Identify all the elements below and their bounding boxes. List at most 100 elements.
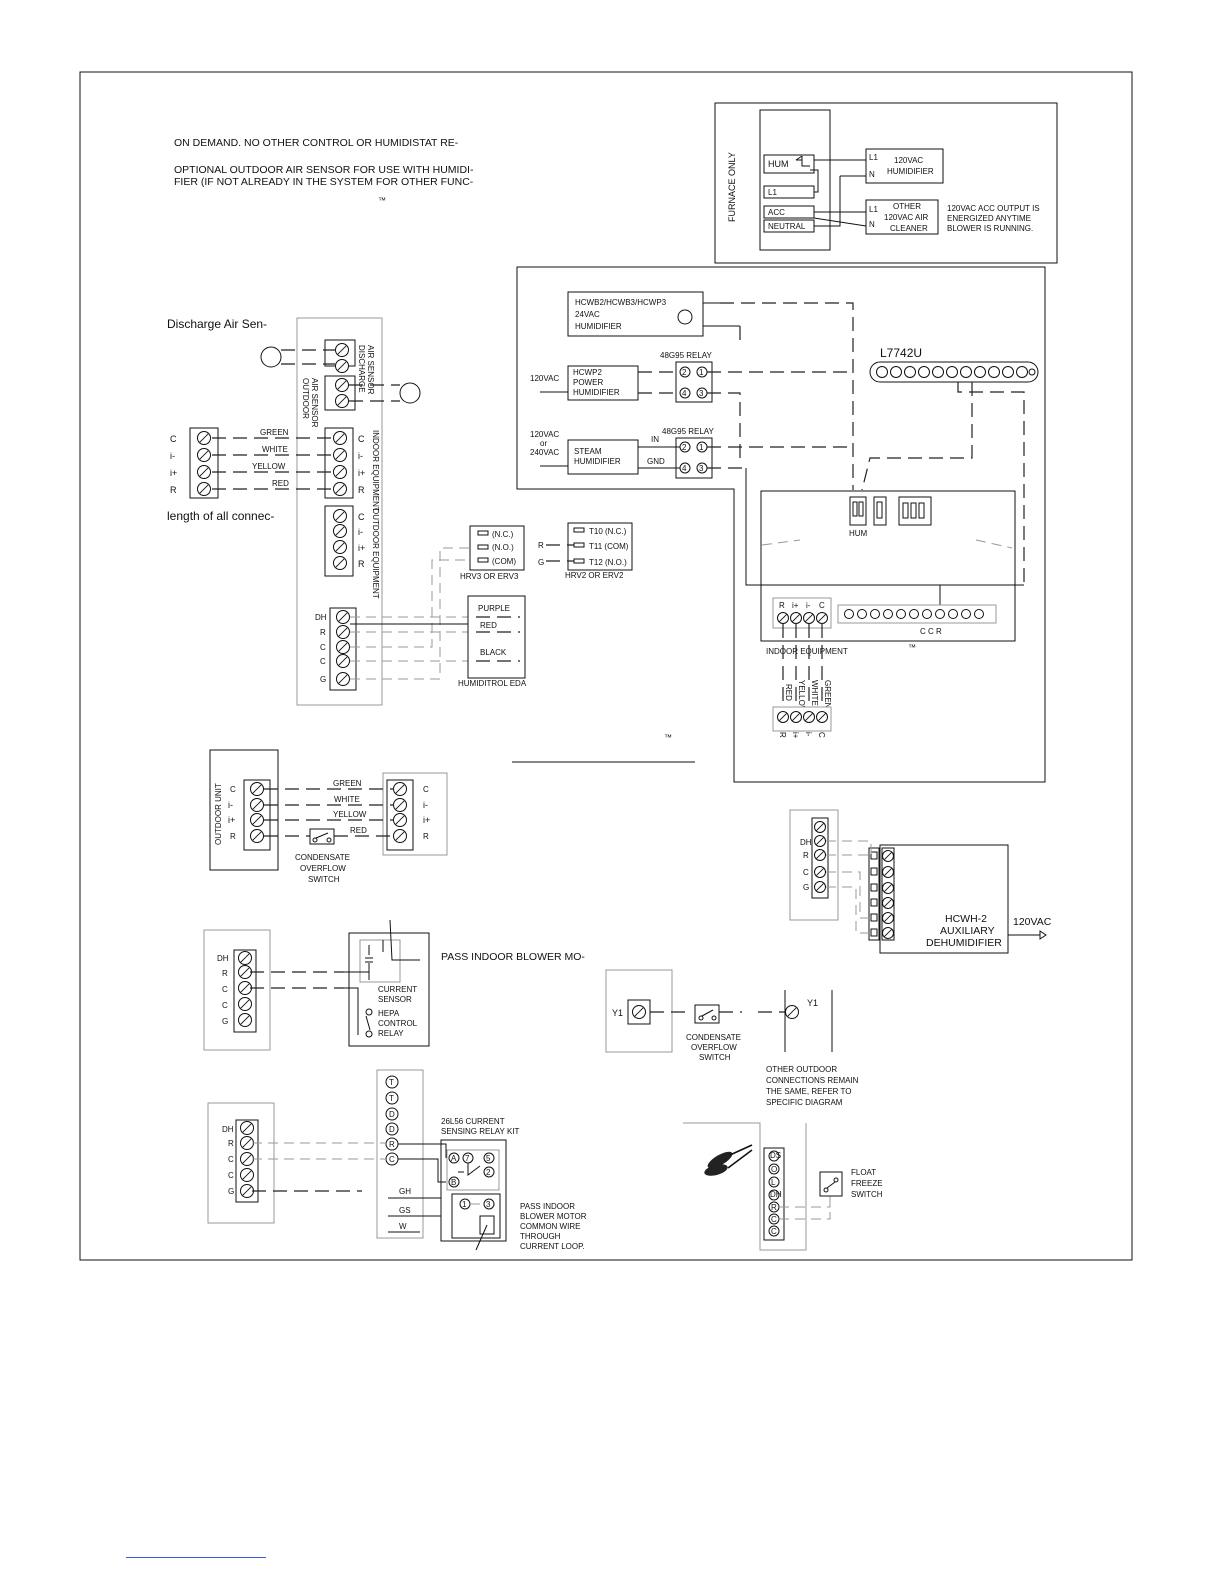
- hrv3-no: (N.O.): [492, 543, 514, 552]
- controller-board: [760, 490, 1016, 642]
- rk-kit-1: 26L56 CURRENT: [441, 1117, 505, 1126]
- hcwh-model: HCWH-2: [945, 913, 987, 925]
- hcwb-humidifier: HUMIDIFIER: [575, 322, 622, 331]
- note-length: length of all connec-: [167, 509, 274, 523]
- note-on-demand: ON DEMAND. NO OTHER CONTROL OR HUMIDISTA…: [174, 137, 459, 149]
- lt-c: C: [170, 434, 177, 444]
- footer-link-underline[interactable]: [126, 1557, 266, 1558]
- hum-120vac: 120VAC: [894, 156, 923, 165]
- rk-c-right: C: [389, 1155, 395, 1164]
- eda-black: BLACK: [480, 648, 507, 657]
- outdoor-unit-label: OUTDOOR UNIT: [214, 783, 223, 845]
- fz-l: L: [771, 1178, 776, 1187]
- ou-switch-2: OVERFLOW: [300, 864, 346, 873]
- wire-red: RED: [272, 479, 289, 488]
- note-discharge-air: Discharge Air Sen-: [167, 317, 267, 331]
- humidifier-diagram: HCWB2/HCWB3/HCWP3 24VAC HUMIDIFIER 48G95…: [516, 266, 1046, 783]
- outdoor-v-label: OUTDOOR: [301, 378, 310, 419]
- hepa-g: G: [222, 1017, 228, 1026]
- outdoor-sensor-icon: [399, 382, 421, 404]
- ou-im: i-: [228, 800, 233, 810]
- ou-wire-yellow: YELLOW: [333, 810, 367, 819]
- bottom-c: C: [817, 732, 826, 738]
- relay2-t2: 2: [682, 443, 687, 452]
- relay-kit-diagram: DH R C C G T T D D R C 26L56 CURRENT SEN…: [207, 1069, 587, 1251]
- hcwb-voltage: 24VAC: [575, 310, 600, 319]
- y1-note-2: CONNECTIONS REMAIN: [766, 1076, 859, 1085]
- main-tm: ™: [664, 733, 672, 742]
- ou-switch-1: CONDENSATE: [295, 853, 350, 862]
- wire-white-v: WHITE: [810, 680, 819, 706]
- board-c: C: [819, 601, 825, 610]
- l1-terminal: L1: [768, 188, 777, 197]
- hrv2-label: HRV2 OR ERV2: [565, 571, 624, 580]
- discharge-v-label: DISCHARGE: [357, 345, 366, 393]
- humidifier-symbol-icon: [677, 309, 693, 325]
- board-indoor-equipment: INDOOR EQUIPMENT: [766, 647, 848, 656]
- ctrl-c2: C: [320, 657, 326, 666]
- hum-n-label: N: [869, 170, 875, 179]
- hepa-relay-2: CONTROL: [378, 1019, 418, 1028]
- y1-switch-icon: [694, 1004, 720, 1024]
- ou-switch-3: SWITCH: [308, 875, 340, 884]
- hepa-sensor: SENSOR: [378, 995, 412, 1004]
- eda-purple: PURPLE: [478, 604, 510, 613]
- fz-ds: DS: [770, 1151, 781, 1160]
- ie-r: R: [358, 485, 365, 495]
- outdoor-equipment-v: OUTDOOR EQUIPMENT: [371, 508, 380, 599]
- outdoor-unit-diagram: OUTDOOR UNIT C i- i+ R C i- i+ R GREEN W…: [209, 749, 448, 884]
- freeze-terminals: DS O L DH R C C: [768, 1150, 782, 1237]
- board-ip: i+: [792, 601, 799, 610]
- hum-terminal: HUM: [768, 159, 789, 169]
- hcwh-aux: AUXILIARY: [940, 925, 995, 937]
- fz-o: O: [771, 1165, 777, 1174]
- ou-wire-red: RED: [350, 826, 367, 835]
- rk-3: 3: [486, 1200, 491, 1209]
- discharge-air-sensor-v: AIR SENSOR: [366, 345, 375, 395]
- oe-c: C: [358, 512, 365, 522]
- ie-c: C: [358, 434, 365, 444]
- y1-note-4: SPECIFIC DIAGRAM: [766, 1098, 843, 1107]
- steam-label: STEAM: [574, 447, 602, 456]
- note-outdoor-sensor-2: FIER (IF NOT ALREADY IN THE SYSTEM FOR O…: [174, 176, 474, 188]
- wire-cutter-icon: [704, 1144, 753, 1176]
- steam-120vac: 120VAC: [530, 430, 559, 439]
- rk-d1: D: [389, 1110, 395, 1119]
- ou-wire-white: WHITE: [334, 795, 360, 804]
- ctrl-dh: DH: [315, 613, 327, 622]
- relay2-t3: 3: [699, 464, 704, 473]
- wire-red-v: RED: [784, 684, 793, 701]
- hrv2-t12: T12 (N.O.): [589, 558, 627, 567]
- condensate-switch-icon: [309, 828, 335, 845]
- l7742u-label: L7742U: [880, 346, 922, 360]
- note-outdoor-sensor-1: OPTIONAL OUTDOOR AIR SENSOR FOR USE WITH…: [174, 164, 474, 176]
- freeze-float: FLOAT: [851, 1168, 876, 1177]
- rk-a: A: [451, 1154, 457, 1163]
- hcwp2-120vac: 120VAC: [530, 374, 559, 383]
- ou-ip: i+: [228, 815, 235, 825]
- wire-white: WHITE: [262, 445, 288, 454]
- y1-note-3: THE SAME, REFER TO: [766, 1087, 852, 1096]
- hrv2-t10: T10 (N.C.): [589, 527, 627, 536]
- fz-c1: C: [771, 1215, 777, 1224]
- bottom-ip: i+: [791, 732, 800, 739]
- rk-5: 5: [486, 1154, 491, 1163]
- hrv2-g: G: [538, 558, 544, 567]
- fz-c2: C: [771, 1227, 777, 1236]
- ctrl-g: G: [320, 675, 326, 684]
- l7742u-strip: [869, 361, 1039, 383]
- relay-48g95-2: 48G95 RELAY: [662, 427, 715, 436]
- steam-in: IN: [651, 435, 659, 444]
- lt-r: R: [170, 485, 177, 495]
- hcwh-dehum: DEHUMIDIFIER: [926, 937, 1002, 949]
- hcwp2-power: POWER: [573, 378, 603, 387]
- rk-r: R: [228, 1139, 234, 1148]
- y1-switch-2: OVERFLOW: [691, 1043, 737, 1052]
- hcwp2-humidifier: HUMIDIFIER: [573, 388, 620, 397]
- relay1-t4: 4: [682, 389, 687, 398]
- hrv3-label: HRV3 OR ERV3: [460, 572, 519, 581]
- hum-l1-label: L1: [869, 153, 878, 162]
- freeze-freeze: FREEZE: [851, 1179, 883, 1188]
- relay2-t4: 4: [682, 464, 687, 473]
